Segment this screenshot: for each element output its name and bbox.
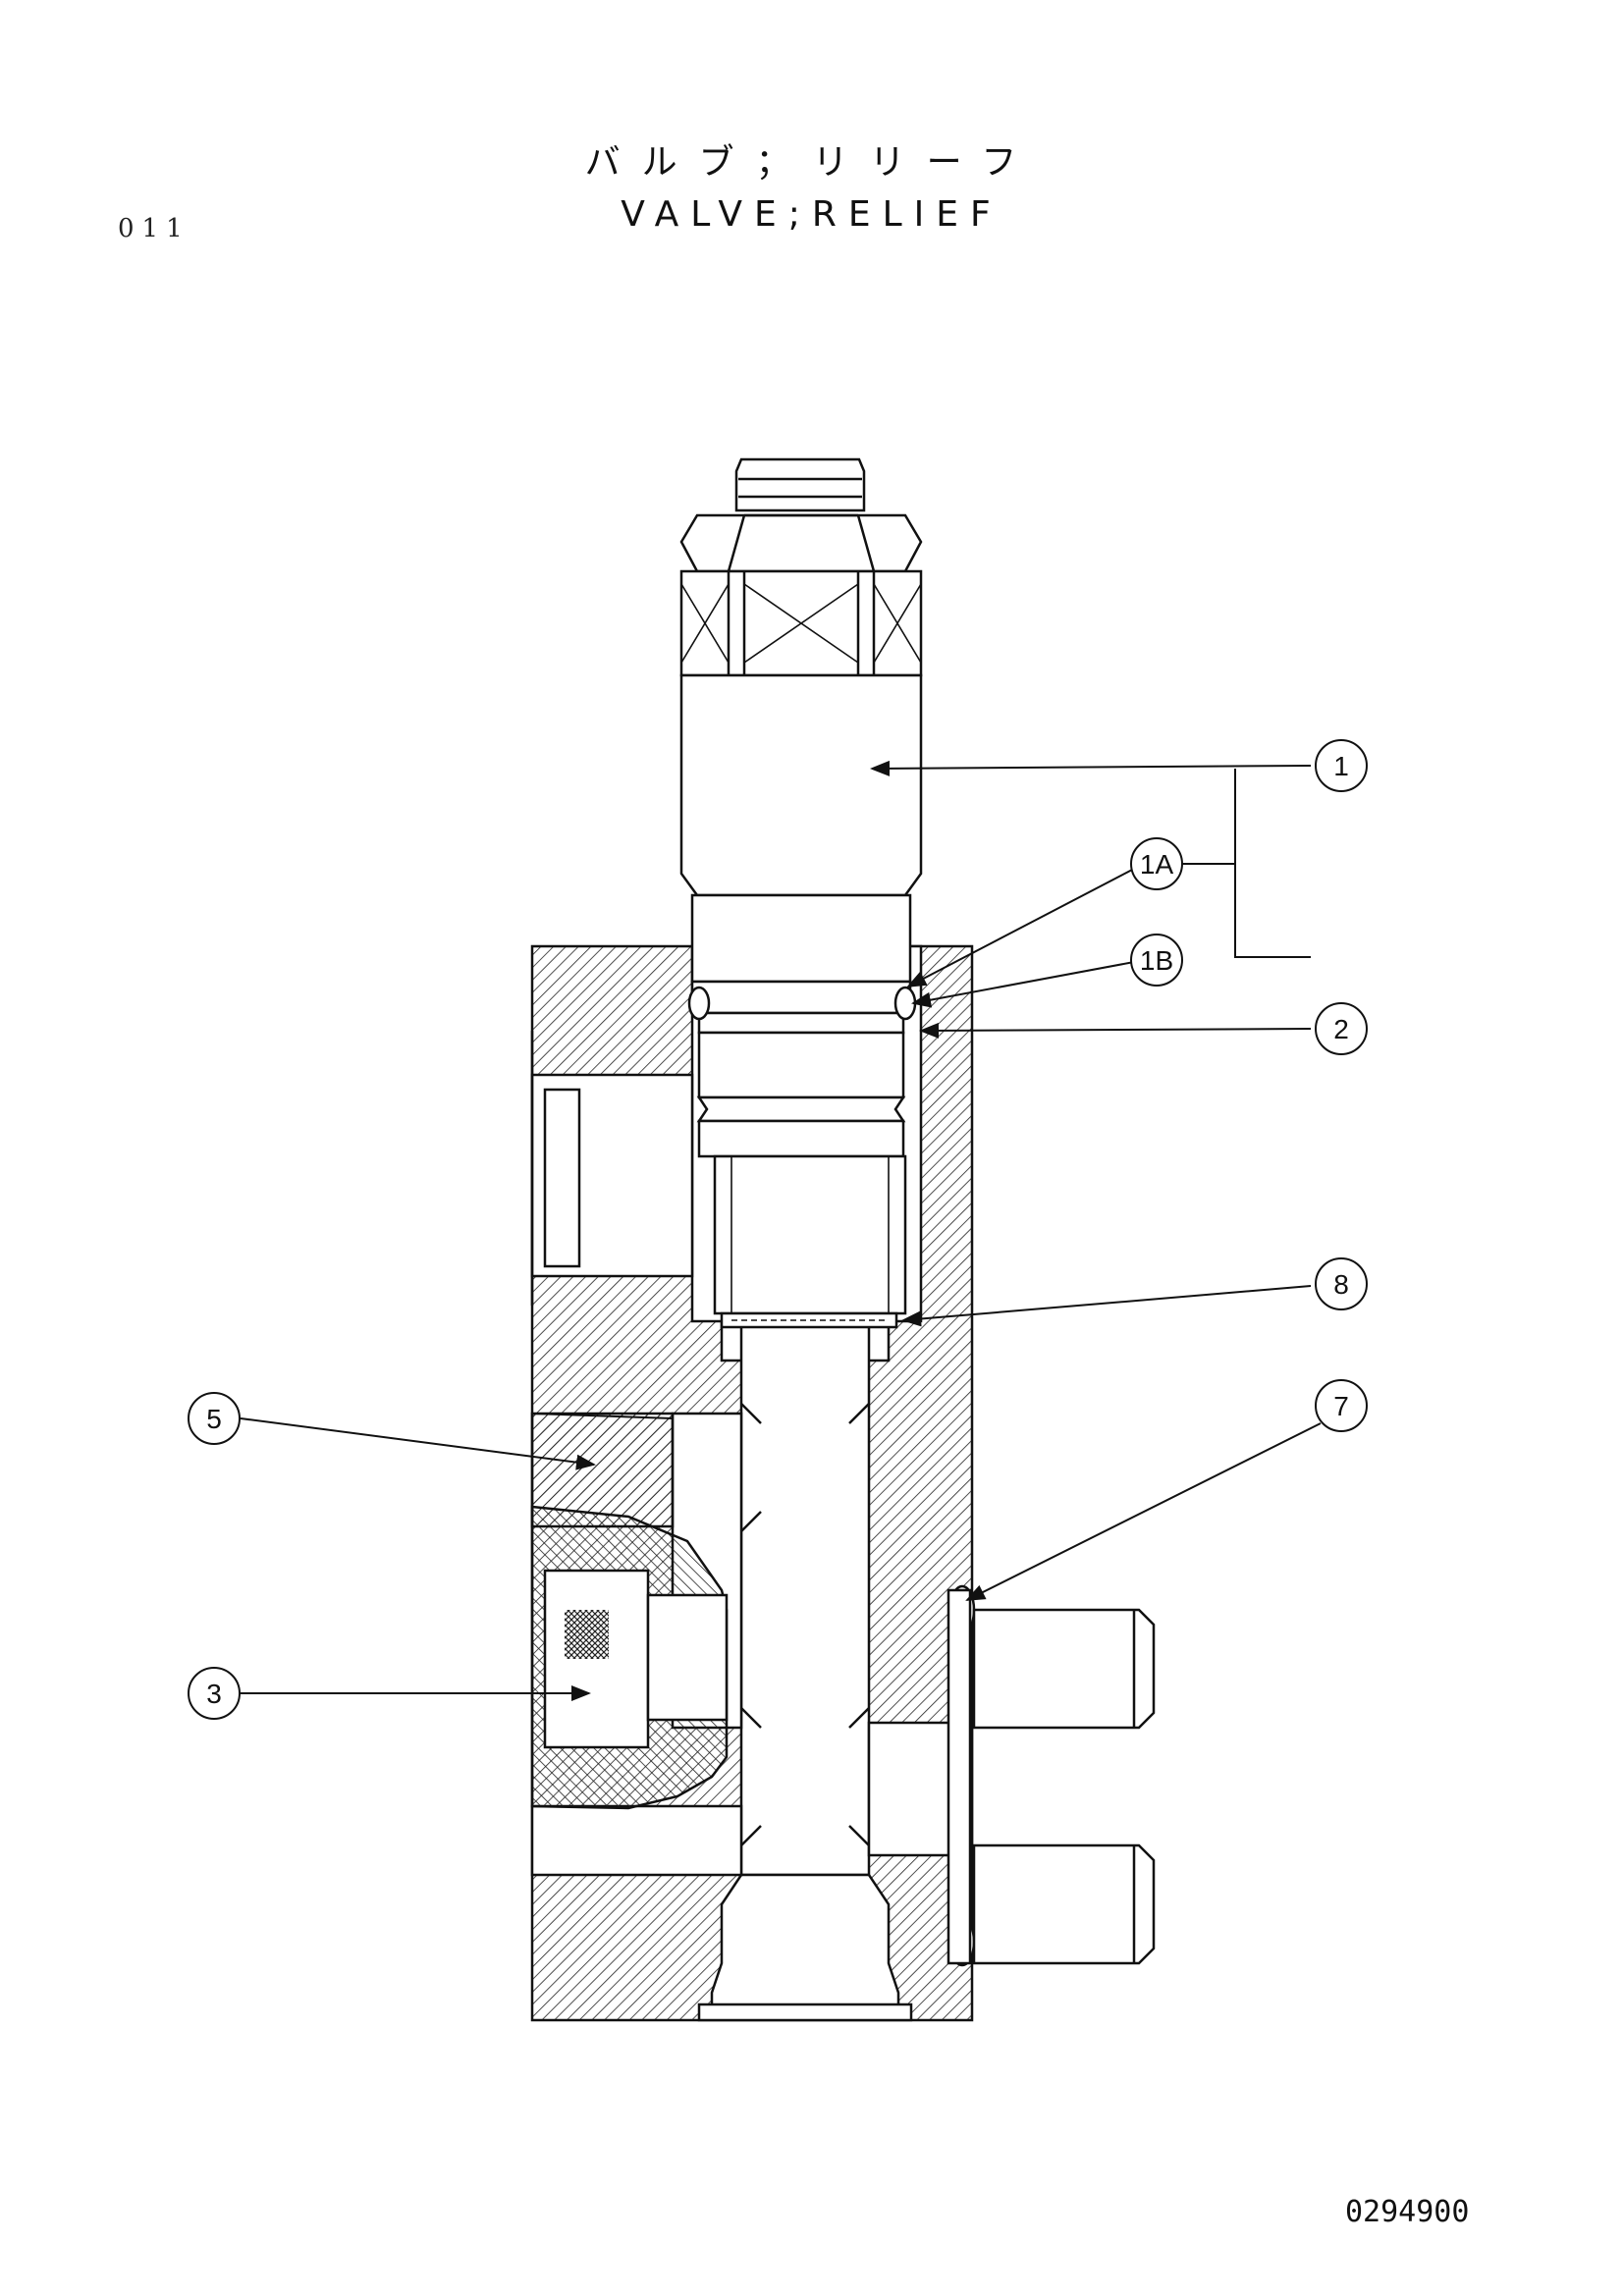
title-english: VALVE;RELIEF [621, 194, 1002, 235]
callout-1b: 1B [1130, 934, 1183, 987]
callout-7: 7 [1315, 1379, 1368, 1432]
plug-section [530, 1412, 675, 1528]
title-japanese: バルブ；リリーフ [584, 142, 1039, 183]
callout-1a: 1A [1130, 837, 1183, 890]
callout-3: 3 [188, 1667, 241, 1720]
callout-5: 5 [188, 1392, 241, 1445]
channel-chamfers [740, 1403, 870, 1846]
callout-1b-label: 1B [1140, 945, 1173, 976]
callout-1: 1 [1315, 739, 1368, 792]
drawing-number: 0294900 [1345, 2195, 1470, 2229]
callout-1-label: 1 [1333, 751, 1349, 781]
strainer-assembly [530, 1505, 729, 1810]
page-code: 011 [118, 214, 190, 243]
callout-8: 8 [1315, 1257, 1368, 1310]
callout-2: 2 [1315, 1002, 1368, 1055]
callout-2-label: 2 [1333, 1014, 1349, 1044]
callout-8-label: 8 [1333, 1269, 1349, 1300]
callout-7-label: 7 [1333, 1391, 1349, 1421]
callout-5-label: 5 [206, 1404, 222, 1434]
mounting-studs [947, 1588, 1156, 1965]
relief-cartridge [679, 457, 923, 1329]
callout-1a-label: 1A [1140, 849, 1174, 880]
leader-lines [240, 760, 1322, 1701]
callout-3-label: 3 [206, 1679, 222, 1709]
